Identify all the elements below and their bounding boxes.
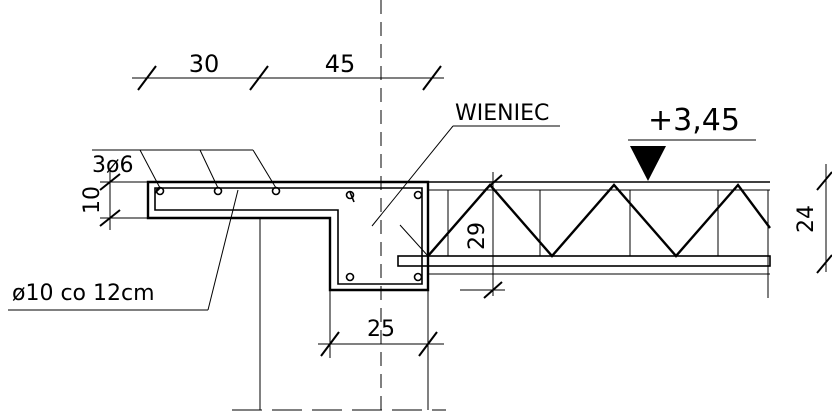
slab-bottom-rib	[397, 255, 771, 267]
dimension-tick	[99, 173, 121, 191]
floor-slab	[397, 181, 771, 298]
dimension-label-24: 24	[794, 205, 819, 233]
leader-line	[199, 149, 219, 189]
elevation-label: +3,45	[648, 103, 740, 138]
leader-line	[139, 149, 161, 189]
dimension-tick	[99, 209, 121, 227]
dimension-tick	[483, 174, 503, 192]
anchor-bar	[399, 224, 429, 257]
dimension-label-25: 25	[367, 317, 395, 342]
dimension-label-45: 45	[325, 50, 356, 78]
dimension-tick	[483, 281, 503, 299]
leader-line	[371, 125, 454, 227]
dimension-tick	[320, 331, 340, 357]
ring-beam-label: WIENIEC	[455, 101, 549, 126]
ring-beam-callout: WIENIEC	[371, 101, 560, 227]
rebar-top-callout: 3ø6	[92, 149, 277, 189]
dimension-24: 24	[794, 164, 832, 274]
rebar-circle	[345, 272, 355, 282]
stirrup-hook	[349, 191, 355, 203]
stirrup-label: ø10 co 12cm	[12, 281, 155, 306]
top-dimension: 30 45	[132, 50, 444, 91]
leader-line	[252, 149, 277, 189]
dimension-tick	[137, 65, 157, 91]
dimension-tick	[422, 65, 442, 91]
dimension-label-10: 10	[80, 186, 105, 214]
dimension-29: 29	[460, 172, 505, 299]
rebar-circle	[345, 190, 355, 200]
dimension-tick	[418, 331, 438, 357]
reinforcement-cage	[154, 187, 423, 285]
elevation-triangle-icon	[630, 146, 666, 181]
stirrup-callout: ø10 co 12cm	[8, 189, 239, 311]
stirrup-hook	[154, 187, 161, 194]
dimension-label-29: 29	[465, 222, 490, 250]
dimension-tick	[816, 171, 832, 191]
rebar-circle	[413, 272, 423, 282]
elevation-marker: +3,45	[628, 103, 756, 181]
leader-line	[207, 189, 239, 311]
dimension-tick	[249, 65, 269, 91]
dimension-tick	[816, 254, 832, 274]
rebar-circle	[413, 190, 423, 200]
dimension-25: 25	[318, 290, 444, 358]
beam-outline	[146, 180, 430, 292]
rebar-top-label: 3ø6	[92, 153, 133, 178]
dimension-10: 10	[80, 170, 150, 230]
dimension-label-30: 30	[189, 50, 220, 78]
